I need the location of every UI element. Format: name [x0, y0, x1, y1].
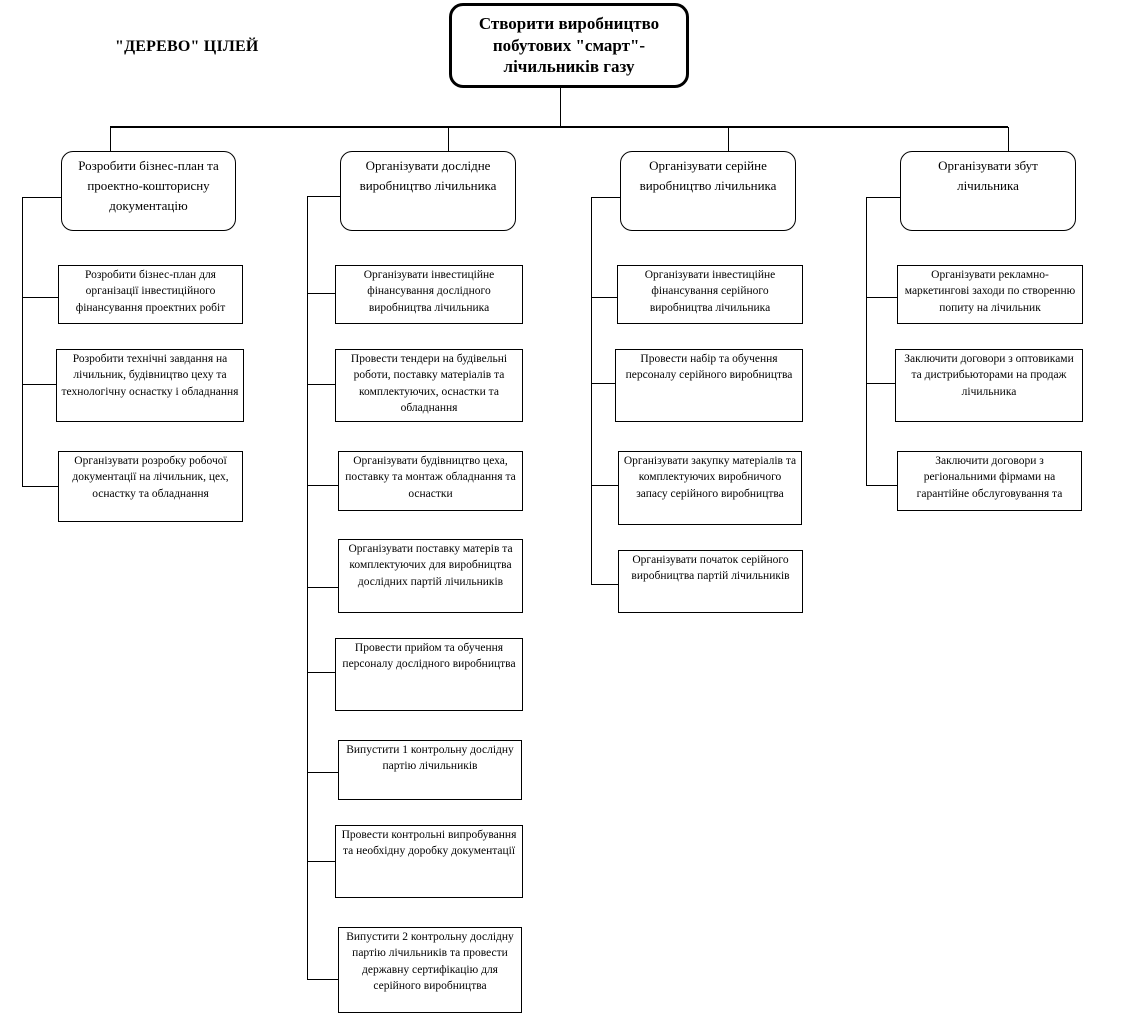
connector-b1-t1 [22, 297, 58, 298]
connector-branch-2 [448, 127, 449, 151]
branch-node-pilot-production: Організувати дослідне виробництво лічиль… [340, 151, 516, 231]
branch-node-serial-production: Організувати серійне виробництво лічильн… [620, 151, 796, 231]
connector-b1-t3 [22, 486, 58, 487]
connector-b2-t1 [307, 293, 335, 294]
root-goal-node: Створити виробництво побутових "смарт"-л… [449, 3, 689, 88]
task-node: Організувати поставку матерів та комплек… [338, 539, 523, 613]
task-node: Розробити бізнес-план для організації ін… [58, 265, 243, 324]
connector-b3-t3 [591, 485, 618, 486]
task-node: Заключити договори з оптовиками та дистр… [895, 349, 1083, 422]
task-node: Організувати інвестиційне фінансування д… [335, 265, 523, 324]
connector-b2-t8 [307, 979, 338, 980]
connector-b2-t2 [307, 384, 335, 385]
task-node: Організувати розробку робочої документац… [58, 451, 243, 522]
connector-b1-stub [22, 197, 61, 198]
connector-b1-spine [22, 197, 23, 487]
task-node: Організувати початок серійного виробницт… [618, 550, 803, 613]
connector-b3-t1 [591, 297, 617, 298]
task-node: Провести контрольні випробування та необ… [335, 825, 523, 898]
connector-b1-t2 [22, 384, 56, 385]
task-node: Провести тендери на будівельні роботи, п… [335, 349, 523, 422]
task-node: Заключити договори з регіональними фірма… [897, 451, 1082, 511]
branch-node-sales: Організувати збут лічильника [900, 151, 1076, 231]
connector-branch-1 [110, 127, 111, 151]
task-node: Організувати рекламно-маркетингові заход… [897, 265, 1083, 324]
connector-b3-t2 [591, 383, 615, 384]
connector-b4-t3 [866, 485, 897, 486]
connector-b3-t4 [591, 584, 618, 585]
connector-b4-spine [866, 197, 867, 486]
connector-b2-stub [307, 196, 341, 197]
connector-b3-stub [591, 197, 620, 198]
task-node: Провести набір та обучення персоналу сер… [615, 349, 803, 422]
connector-root-down [560, 88, 561, 127]
connector-b4-t2 [866, 383, 895, 384]
task-node: Організувати закупку матеріалів та компл… [618, 451, 802, 525]
task-node: Провести прийом та обучення персоналу до… [335, 638, 523, 711]
connector-main-bus [110, 126, 1008, 128]
connector-b2-t4 [307, 587, 338, 588]
task-node: Випустити 1 контрольну дослідну партію л… [338, 740, 522, 800]
connector-b2-spine [307, 196, 308, 980]
connector-b2-t5 [307, 672, 335, 673]
diagram-title: "ДЕРЕВО" ЦІЛЕЙ [115, 38, 259, 55]
connector-branch-4 [1008, 127, 1009, 151]
connector-b2-t7 [307, 861, 335, 862]
connector-branch-3 [728, 127, 729, 151]
connector-b4-stub [866, 197, 900, 198]
connector-b2-t3 [307, 485, 338, 486]
task-node: Розробити технічні завдання на лічильник… [56, 349, 244, 422]
connector-b3-spine [591, 197, 592, 585]
connector-b2-t6 [307, 772, 338, 773]
connector-b4-t1 [866, 297, 897, 298]
task-node: Організувати інвестиційне фінансування с… [617, 265, 803, 324]
task-node: Випустити 2 контрольну дослідну партію л… [338, 927, 522, 1013]
task-node: Організувати будівництво цеха, поставку … [338, 451, 523, 511]
branch-node-business-plan: Розробити бізнес-план та проектно-коштор… [61, 151, 236, 231]
